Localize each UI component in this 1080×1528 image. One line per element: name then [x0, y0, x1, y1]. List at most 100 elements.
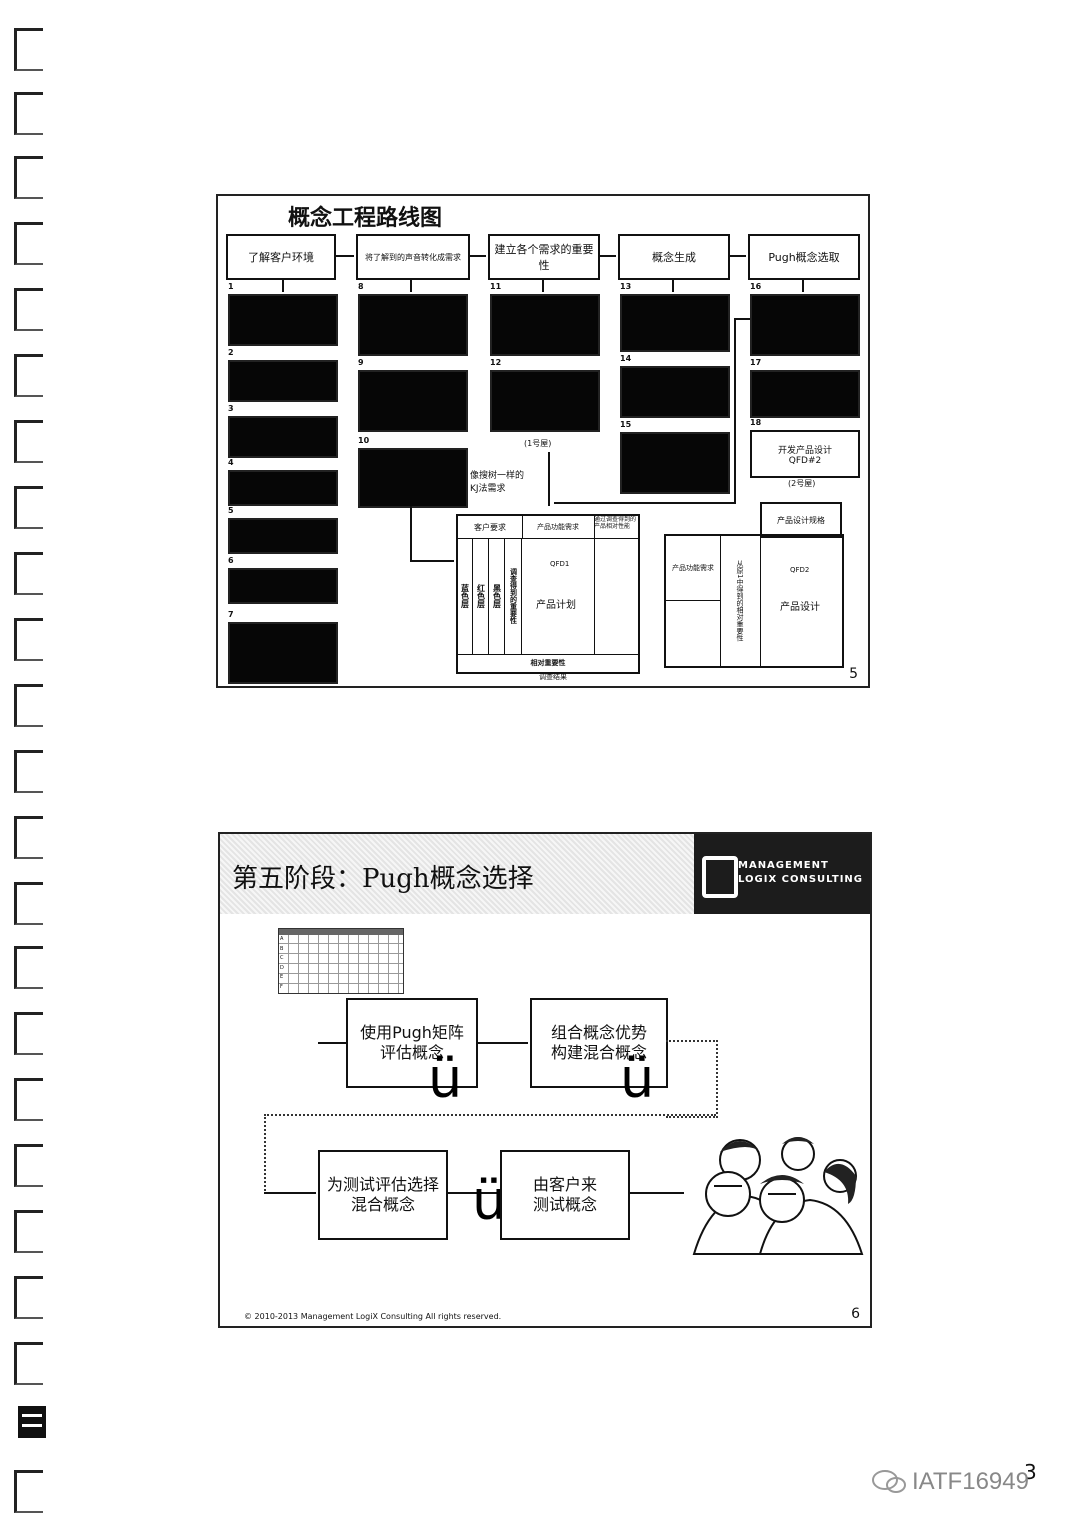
step-image-16	[750, 294, 860, 356]
spiral-ring	[14, 1470, 43, 1513]
arrow-connector	[468, 255, 486, 257]
house-2-label: (2号屋)	[788, 478, 815, 489]
step-select-hybrids: 为测试评估选择 混合概念	[318, 1150, 448, 1240]
dotted-connector	[666, 1040, 718, 1118]
step-image-8	[358, 294, 468, 356]
slide-pugh-selection: 第五阶段：Pugh概念选择 MANAGEMENT LOGIX CONSULTIN…	[218, 832, 872, 1328]
product-plan-label: 产品计划	[536, 596, 576, 611]
step-number: 12	[490, 358, 501, 367]
company-logo: MANAGEMENT LOGIX CONSULTING	[694, 834, 870, 914]
step3-line2: 混合概念	[351, 1195, 415, 1215]
step-customer-test: 由客户来 测试概念	[500, 1150, 630, 1240]
step-image-2	[228, 360, 338, 402]
header-need-importance: 建立各个需求的重要性	[488, 234, 600, 280]
slide-concept-roadmap: 概念工程路线图 了解客户环境 将了解到的声音转化成需求 建立各个需求的重要性 概…	[216, 194, 870, 688]
spiral-ring	[14, 354, 43, 397]
step-image-15	[620, 432, 730, 494]
spiral-ring	[14, 946, 43, 989]
spiral-ring	[14, 882, 43, 925]
qfd2-matrix: 产品功能需求 从原1中得到的相对重要性 QFD2 产品设计	[664, 534, 844, 668]
matrix-row-labels: A B C D E F	[280, 935, 284, 993]
slide-title: 第五阶段：Pugh概念选择	[232, 858, 534, 895]
spiral-ring	[14, 1144, 43, 1187]
kj-note: 像搜树一样的KJ法需求	[470, 468, 530, 494]
relative-importance-vertical: 从原1中得到的相对重要性	[720, 536, 761, 666]
step-image-7	[228, 622, 338, 684]
survey-performance-header: 通过调查得到的产品相对性能	[594, 516, 638, 539]
spiral-ring	[14, 288, 43, 331]
spiral-ring	[14, 552, 43, 595]
step-image-4	[228, 470, 338, 506]
spiral-ring	[14, 1276, 43, 1319]
design-spec-header: 产品设计规格	[760, 502, 842, 538]
spiral-ring	[14, 222, 43, 265]
logo-line-2: LOGIX CONSULTING	[738, 874, 863, 885]
header-customer-environment: 了解客户环境	[226, 234, 336, 280]
step-number: 18	[750, 418, 761, 427]
blue-layer-label: 蓝色层	[458, 538, 473, 654]
product-function-header: 产品功能需求	[522, 516, 595, 539]
step-number: 4	[228, 458, 234, 467]
glyph-u-icon: ü	[620, 1052, 654, 1106]
step-number: 1	[228, 282, 234, 291]
glyph-u-icon: ü	[428, 1052, 462, 1106]
develop-design-box: 开发产品设计 QFD#2	[750, 430, 860, 478]
step-number: 13	[620, 282, 631, 291]
step-number: 16	[750, 282, 761, 291]
black-layer-label: 黑色层	[490, 538, 505, 654]
qfd1-label: QFD1	[550, 560, 569, 568]
house-1-label: (1号屋)	[524, 438, 551, 449]
spiral-ring	[14, 92, 43, 135]
arrow-connector	[336, 255, 354, 257]
spiral-ring	[14, 1012, 43, 1055]
step-number: 17	[750, 358, 761, 367]
step-number: 7	[228, 610, 234, 619]
spiral-ring	[14, 156, 43, 199]
relative-importance-row: 相对重要性	[458, 654, 638, 671]
copyright-notice: © 2010-2013 Management LogiX Consulting …	[244, 1312, 501, 1321]
step-number: 2	[228, 348, 234, 357]
step4-line1: 由客户来	[533, 1175, 597, 1195]
step-number: 5	[228, 506, 234, 515]
step-image-6	[228, 568, 338, 604]
step-number: 15	[620, 420, 631, 429]
spiral-ring	[14, 684, 43, 727]
step-image-13	[620, 294, 730, 352]
step1-line1: 使用Pugh矩阵	[360, 1023, 464, 1043]
header-pugh-selection: Pugh概念选取	[748, 234, 860, 280]
red-layer-label: 红色层	[474, 538, 489, 654]
spiral-ring	[14, 28, 43, 71]
slide-title: 概念工程路线图	[288, 200, 442, 232]
step-number: 3	[228, 404, 234, 413]
step-image-14	[620, 366, 730, 418]
arrow-connector	[598, 255, 616, 257]
slide-page-number: 6	[851, 1306, 860, 1322]
product-design-label: 产品设计	[780, 598, 820, 613]
watermark: IATF16949	[872, 1468, 1029, 1496]
step-number: 14	[620, 354, 631, 363]
step-image-10	[358, 448, 468, 508]
step-image-17	[750, 370, 860, 418]
spiral-ring	[14, 1078, 43, 1121]
spiral-ring	[14, 618, 43, 661]
spiral-ring	[14, 1210, 43, 1253]
customer-requirements-header: 客户要求	[458, 516, 523, 539]
step4-line2: 测试概念	[533, 1195, 597, 1215]
spiral-ring	[14, 816, 43, 859]
spiral-ring	[14, 420, 43, 463]
spiral-ring	[14, 486, 43, 529]
develop-design-label: 开发产品设计	[778, 443, 832, 456]
product-function-label: 产品功能需求	[666, 536, 721, 601]
slide-page-number: 5	[849, 666, 858, 682]
step2-line1: 组合概念优势	[551, 1023, 647, 1043]
step-image-12	[490, 370, 600, 432]
qfd1-matrix: 客户要求 产品功能需求 通过调查得到的产品相对性能 蓝色层 红色层 黑色层 调查…	[456, 514, 640, 674]
step-number: 11	[490, 282, 501, 291]
survey-importance-label: 调查得到的重要性	[506, 538, 522, 654]
qfd2-label: QFD#2	[789, 456, 821, 466]
qfd2-label: QFD2	[790, 566, 809, 574]
chat-bubbles-icon	[872, 1469, 906, 1495]
step-image-3	[228, 416, 338, 458]
arrow-connector	[728, 255, 746, 257]
step-number: 10	[358, 436, 369, 445]
